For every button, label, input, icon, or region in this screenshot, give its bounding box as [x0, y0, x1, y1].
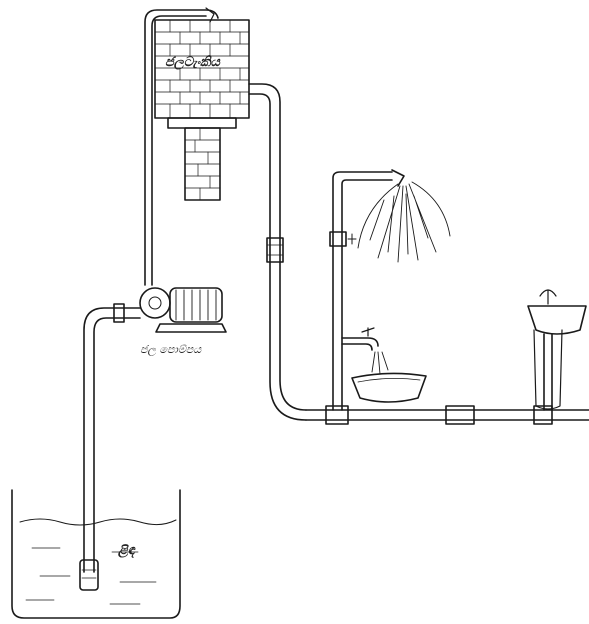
wash-basin: [528, 290, 586, 410]
tank-pillar: [168, 118, 236, 200]
tank-label: ජලටැංකිය: [165, 55, 220, 70]
water-pump: [140, 288, 226, 332]
outlet-pipe: [249, 84, 306, 420]
tap-and-basin: [342, 328, 426, 402]
pump-label: ජල පොම්පය: [140, 343, 201, 357]
inlet-pipe: [145, 8, 218, 285]
sump-well: [12, 490, 180, 618]
sump-label: ළිඳ: [118, 543, 135, 558]
